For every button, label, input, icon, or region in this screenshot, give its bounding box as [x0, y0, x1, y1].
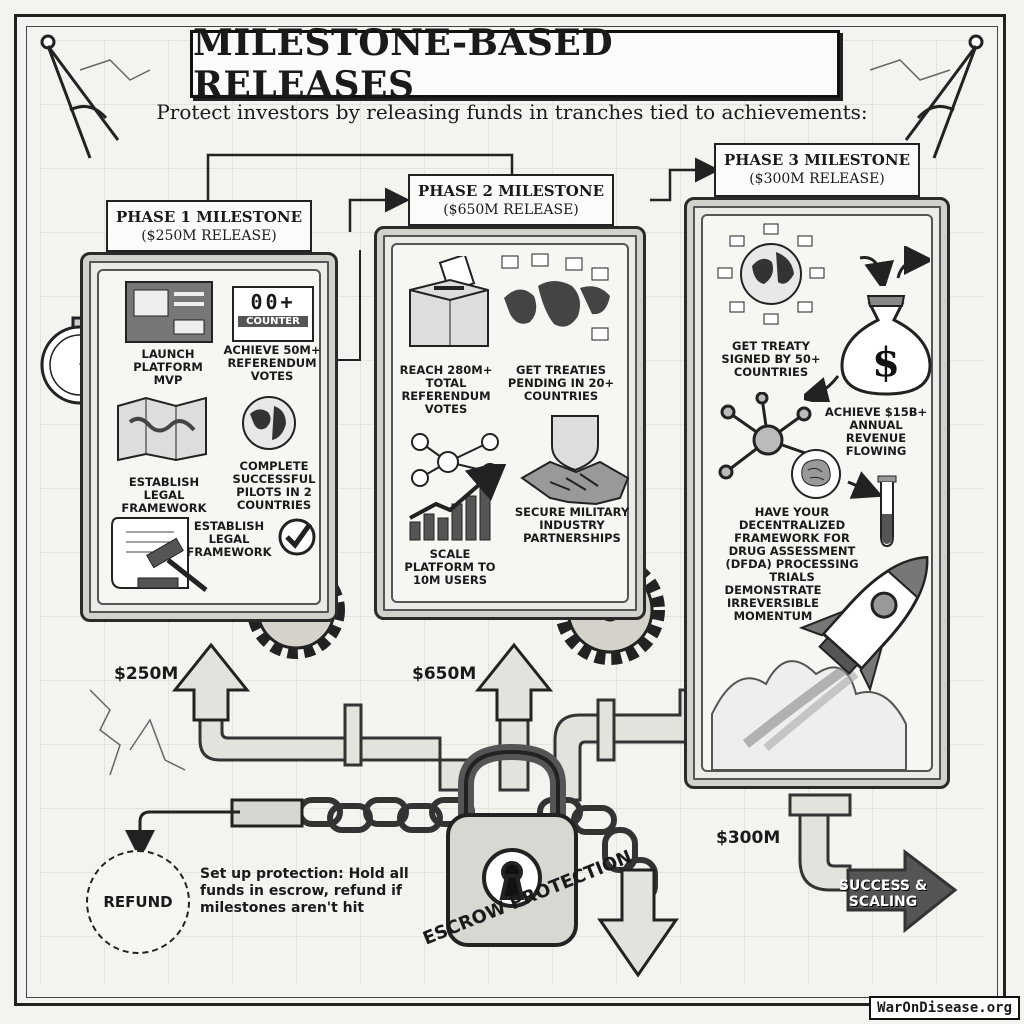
- phase-1-milestone-2: ACHIEVE 50M+ REFERENDUM VOTES: [223, 343, 321, 383]
- counter-digits: 00+: [250, 290, 296, 314]
- phase-3-heading: PHASE 3 MILESTONE: [723, 151, 911, 169]
- phase-1-milestone-3: ESTABLISH LEGAL FRAMEWORK: [121, 475, 207, 515]
- inner-frame: [26, 26, 998, 998]
- globe-icon: [717, 223, 825, 325]
- phase-3-amount: $300M: [716, 828, 781, 848]
- rocket-icon: [711, 555, 929, 771]
- globe-icon: [242, 396, 296, 450]
- phase-3-milestone-1: GET TREATY SIGNED BY 50+ COUNTRIES: [721, 339, 821, 379]
- protection-text: Set up protection: Hold all funds in esc…: [200, 866, 409, 916]
- phase-3-label: PHASE 3 MILESTONE ($300M RELEASE): [714, 143, 920, 197]
- brain-icon: [791, 449, 841, 499]
- phase-2-heading: PHASE 2 MILESTONE: [417, 182, 605, 200]
- phase-1-amount: $250M: [114, 664, 179, 684]
- arrow-icon: [859, 246, 930, 286]
- refund-circle: REFUND: [86, 850, 190, 954]
- phase-3-milestone-4: DEMONSTRATE IRREVERSIBLE MOMENTUM: [724, 583, 822, 623]
- watermark: WarOnDisease.org: [869, 996, 1020, 1020]
- phase-1-milestone-5: ESTABLISH LEGAL FRAMEWORK: [186, 519, 272, 559]
- phase-2-milestone-2: GET TREATIES PENDING IN 20+ COUNTRIES: [507, 363, 615, 403]
- outer-frame: [14, 14, 1006, 1006]
- arrow-icon: [847, 471, 884, 499]
- counter-icon: 00+ COUNTER: [232, 286, 314, 342]
- growth-chart-icon: [409, 464, 506, 541]
- refund-label: REFUND: [103, 893, 173, 911]
- phase-2-milestone-3: SCALE PLATFORM TO 10M USERS: [404, 547, 496, 587]
- scroll-gavel-icon: [111, 517, 208, 592]
- compass-icon: [904, 34, 984, 159]
- phase-1-milestone-4: COMPLETE SUCCESSFUL PILOTS IN 2 COUNTRIE…: [232, 459, 316, 512]
- success-scaling-label: SUCCESS & SCALING: [838, 878, 928, 910]
- padlock-icon: [446, 743, 578, 947]
- map-icon: [117, 396, 207, 462]
- phase-1-label: PHASE 1 MILESTONE ($250M RELEASE): [106, 200, 312, 252]
- network-icon: [718, 392, 812, 480]
- world-map-icon: [501, 253, 610, 341]
- phase-1-milestone-1: LAUNCH PLATFORM MVP: [133, 347, 203, 387]
- phase-2-label: PHASE 2 MILESTONE ($650M RELEASE): [408, 174, 614, 226]
- test-tube-icon: [877, 475, 897, 548]
- page-subtitle: Protect investors by releasing funds in …: [156, 100, 868, 124]
- money-bag-icon: $: [840, 295, 932, 396]
- phase-2-milestone-4: SECURE MILITARY INDUSTRY PARTNERSHIPS: [514, 505, 630, 545]
- phase-2-amount: $650M: [412, 664, 477, 684]
- phase-2-milestone-1: REACH 280M+ TOTAL REFERENDUM VOTES: [399, 363, 493, 416]
- phase-1-heading: PHASE 1 MILESTONE: [115, 208, 303, 226]
- phase-3-milestone-3: HAVE YOUR DECENTRALIZED FRAMEWORK FOR DR…: [725, 505, 859, 584]
- ballot-box-icon: [409, 256, 489, 347]
- phase-1-release: ($250M RELEASE): [141, 228, 277, 244]
- counter-label: COUNTER: [238, 316, 308, 327]
- title-banner: MILESTONE-BASED RELEASES: [190, 22, 840, 106]
- money-bag-symbol: $: [872, 339, 900, 386]
- dashboard-icon: [125, 281, 213, 343]
- page-title: MILESTONE-BASED RELEASES: [193, 22, 614, 106]
- compass-icon: [40, 34, 120, 159]
- phase-3-milestone-2: ACHIEVE $15B+ ANNUAL REVENUE FLOWING: [824, 405, 928, 458]
- checkmark-icon: [278, 518, 316, 556]
- arrow-icon: [804, 375, 840, 402]
- handshake-icon: [520, 415, 630, 506]
- phase-2-release: ($650M RELEASE): [443, 202, 579, 218]
- phase-3-release: ($300M RELEASE): [749, 171, 885, 187]
